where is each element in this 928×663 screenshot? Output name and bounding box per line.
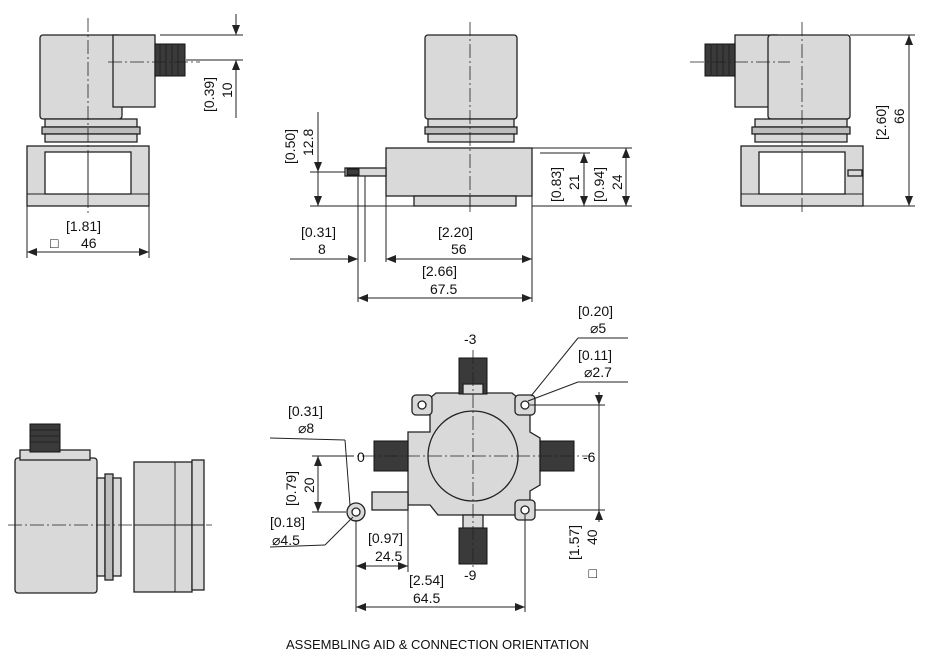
- ring-3: [44, 133, 138, 143]
- bottom-vert-offset-inch: [0.79]: [283, 471, 299, 506]
- coil-housing: [39, 34, 123, 120]
- bottom-hole-large-inch: [0.20]: [578, 303, 613, 319]
- ring-2: [104, 473, 114, 581]
- coil-housing: [767, 34, 851, 120]
- ring-3: [754, 133, 848, 143]
- side-pin-offset-mm: 8: [318, 241, 326, 257]
- base-bottom: [413, 195, 517, 207]
- drawing-caption: ASSEMBLING AID & CONNECTION ORIENTATION: [286, 637, 589, 652]
- valve-base: [385, 147, 533, 197]
- bottom-overall-mm: 64.5: [413, 590, 440, 606]
- bottom-overall-inch: [2.54]: [409, 572, 444, 588]
- hole-tr: [520, 400, 530, 410]
- coil-housing: [424, 34, 518, 120]
- left-view: [8, 423, 212, 594]
- connector-plug: [29, 423, 61, 453]
- front-square-symbol: □: [50, 235, 59, 251]
- right-height-inch: [2.60]: [873, 105, 889, 140]
- bottom-hole-large-mm: ⌀5: [590, 320, 606, 336]
- side-base-height-inch: [0.83]: [548, 167, 564, 202]
- front-top-dim-mm: 10: [219, 82, 235, 98]
- side-base-height-mm: 21: [566, 174, 582, 190]
- front-width-dim-inch: [1.81]: [66, 218, 101, 234]
- ring-2: [424, 126, 518, 135]
- bottom-hole-small-mm: ⌀2.7: [584, 364, 612, 380]
- pin: [847, 169, 863, 177]
- side-pin-offset-inch: [0.31]: [301, 224, 336, 240]
- ring-1: [754, 118, 848, 128]
- side-base-height2-mm: 24: [609, 174, 625, 190]
- ring-2: [751, 126, 851, 135]
- side-view: [290, 22, 632, 302]
- bottom-horiz-offset-inch: [0.97]: [368, 530, 403, 546]
- bottom-square-symbol: □: [584, 569, 600, 578]
- right-view: [690, 22, 915, 215]
- ring-1: [96, 477, 106, 577]
- side-base-width-mm: 56: [451, 241, 467, 257]
- valve-base: [133, 461, 193, 593]
- bottom-boss-inch: [0.31]: [288, 403, 323, 419]
- side-pin-height-mm: 12.8: [300, 129, 316, 156]
- side-pin-height-inch: [0.50]: [282, 129, 298, 164]
- bottom-port-right-label: -6: [583, 449, 596, 465]
- ring-3: [112, 477, 122, 577]
- side-overall-width-inch: [2.66]: [422, 263, 457, 279]
- front-width-dim-mm: 46: [81, 235, 97, 251]
- front-view: [26, 14, 243, 258]
- bottom-right-height-mm: 40: [584, 529, 600, 545]
- ring-1: [44, 118, 138, 128]
- bottom-horiz-offset-mm: 24.5: [375, 548, 402, 564]
- bottom-hole-small-inch: [0.11]: [578, 347, 612, 363]
- boss-hole: [351, 507, 361, 517]
- bottom-port-top-label: -3: [464, 331, 477, 347]
- bottom-right-height-inch: [1.57]: [566, 525, 582, 560]
- connector-plug: [704, 43, 736, 77]
- bottom-view: [269, 337, 628, 612]
- bottom-port-left-label: 0: [357, 449, 365, 465]
- bottom-port-bottom-label: -9: [464, 567, 477, 583]
- bottom-boss-hole-mm: ⌀4.5: [272, 532, 300, 548]
- side-overall-width-mm: 67.5: [430, 281, 457, 297]
- front-top-dim-inch: [0.39]: [201, 77, 217, 112]
- right-height-mm: 66: [891, 108, 907, 124]
- bottom-boss-mm: ⌀8: [298, 420, 314, 436]
- side-base-width-inch: [2.20]: [438, 224, 473, 240]
- hole-br: [520, 505, 530, 515]
- ring-1: [427, 118, 515, 128]
- side-base-height2-inch: [0.94]: [591, 167, 607, 202]
- bottom-boss-hole-inch: [0.18]: [270, 514, 305, 530]
- ring-2: [41, 126, 141, 135]
- boss-arm: [371, 491, 409, 511]
- coil-housing: [14, 457, 98, 594]
- connector-box: [112, 34, 156, 108]
- ring-3: [427, 133, 515, 143]
- hole-tl: [417, 400, 427, 410]
- bottom-vert-offset-mm: 20: [301, 477, 317, 493]
- pin-tip: [346, 168, 360, 176]
